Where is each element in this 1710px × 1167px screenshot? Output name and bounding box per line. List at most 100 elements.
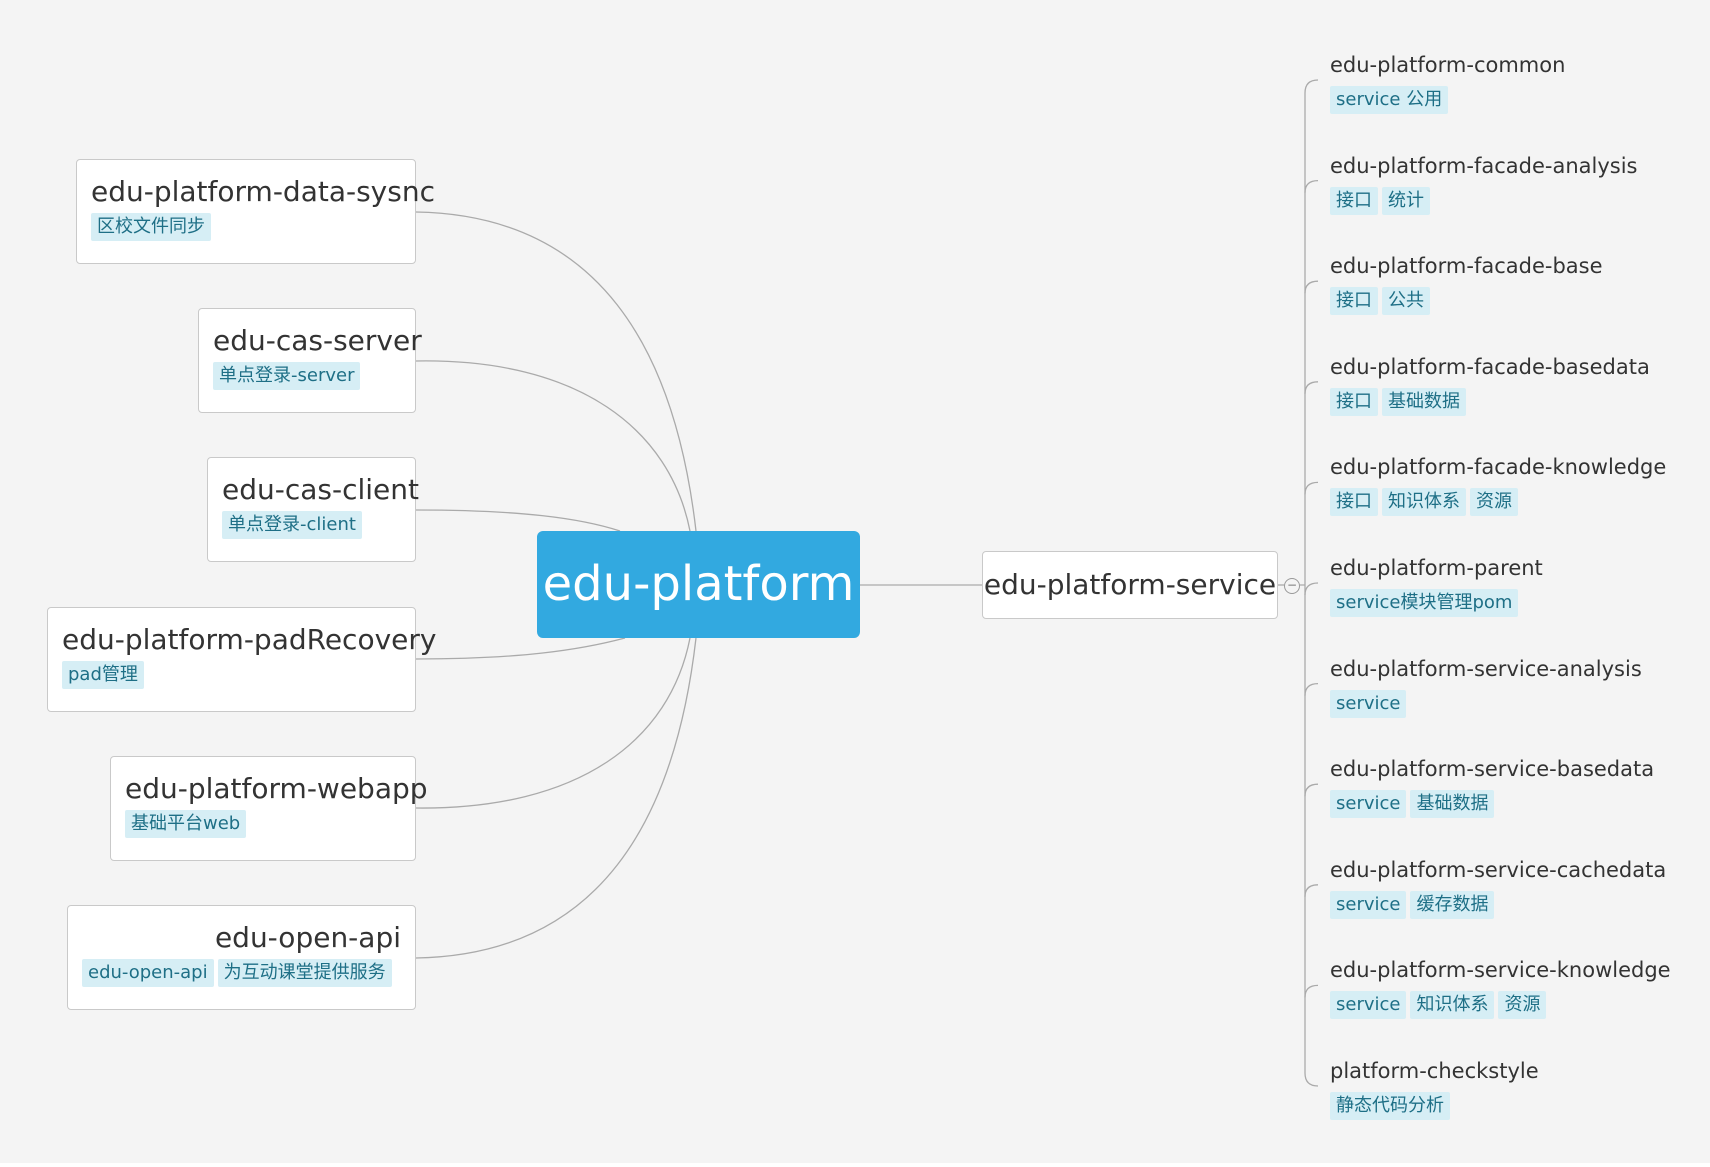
label-tag: 接口 xyxy=(1330,488,1378,517)
subtopic-edu-platform-service-analysis[interactable]: edu-platform-service-analysis service xyxy=(1330,656,1642,718)
branch-tick xyxy=(1304,280,1319,294)
subtopic-title: edu-platform-service-analysis xyxy=(1330,656,1642,681)
collapse-toggle-icon[interactable]: − xyxy=(1284,578,1300,594)
topic-edu-platform-data-sysnc[interactable]: edu-platform-data-sysnc 区校文件同步 xyxy=(76,159,435,264)
branch-tick xyxy=(1304,682,1319,696)
label-tag: 资源 xyxy=(1470,488,1518,517)
topic-title: edu-platform-data-sysnc xyxy=(91,175,435,208)
subtopic-labels: service xyxy=(1330,689,1642,718)
label-tag: 基础数据 xyxy=(1410,790,1495,819)
subtopic-edu-platform-common[interactable]: edu-platform-common service 公用 xyxy=(1330,52,1565,114)
subtopic-edu-platform-facade-knowledge[interactable]: edu-platform-facade-knowledge 接口知识体系资源 xyxy=(1330,454,1667,517)
connector-cas-server xyxy=(415,360,691,532)
branch-tick xyxy=(1304,381,1319,394)
subtopic-title: edu-platform-facade-base xyxy=(1330,254,1603,279)
label-tag: 单点登录-server xyxy=(213,362,361,390)
topic-edu-platform-padrecovery[interactable]: edu-platform-padRecovery pad管理 xyxy=(47,607,437,712)
label-tag: 统计 xyxy=(1382,186,1430,215)
label-tag: 基础数据 xyxy=(1382,387,1466,416)
subtopic-title: edu-platform-service-knowledge xyxy=(1330,958,1671,983)
connector-padrecovery xyxy=(415,637,626,660)
subtopic-platform-checkstyle[interactable]: platform-checkstyle 静态代码分析 xyxy=(1330,1058,1539,1120)
subtopic-edu-platform-facade-base[interactable]: edu-platform-facade-base 接口公共 xyxy=(1330,253,1603,316)
branch-bracket xyxy=(1300,79,1319,1087)
topic-labels: 区校文件同步 xyxy=(91,213,401,241)
branch-tick xyxy=(1304,179,1319,193)
subtopic-edu-platform-facade-basedata[interactable]: edu-platform-facade-basedata 接口基础数据 xyxy=(1330,354,1650,416)
label-tag: 接口 xyxy=(1330,287,1378,316)
connector-webapp xyxy=(415,637,691,809)
topic-labels: 单点登录-client xyxy=(222,511,401,539)
connector-data-sysnc xyxy=(415,211,697,532)
label-tag: 资源 xyxy=(1498,991,1547,1020)
subtopic-labels: service 公用 xyxy=(1330,86,1565,114)
subtopic-title: edu-platform-facade-analysis xyxy=(1330,153,1638,178)
subtopic-edu-platform-facade-analysis[interactable]: edu-platform-facade-analysis 接口统计 xyxy=(1330,153,1637,215)
subtopic-labels: 接口统计 xyxy=(1330,186,1637,215)
subtopic-title: edu-platform-facade-knowledge xyxy=(1330,455,1667,480)
branch-tick xyxy=(1304,884,1319,897)
connector-cas-client xyxy=(415,509,621,532)
label-tag: 接口 xyxy=(1330,387,1378,416)
root-topic[interactable]: edu-platform xyxy=(537,531,860,638)
subtopic-labels: 接口公共 xyxy=(1330,287,1603,316)
label-tag: 知识体系 xyxy=(1410,991,1495,1020)
branch-tick xyxy=(1304,481,1319,495)
topic-title: edu-platform-webapp xyxy=(125,772,428,805)
connector-open-api xyxy=(415,637,697,959)
service-topic[interactable]: edu-platform-service xyxy=(982,551,1278,619)
subtopic-title: edu-platform-service-cachedata xyxy=(1330,857,1667,882)
subtopic-title: edu-platform-common xyxy=(1330,53,1566,77)
branch-ticks xyxy=(1304,179,1319,998)
label-tag: 基础平台web xyxy=(125,810,247,838)
label-tag: edu-open-api xyxy=(82,959,214,987)
label-tag: service xyxy=(1330,689,1407,718)
branch-tick xyxy=(1304,783,1319,797)
topic-title: edu-open-api xyxy=(214,921,401,954)
label-tag: service xyxy=(1330,790,1407,819)
subtopic-labels: service模块管理pom xyxy=(1330,589,1543,617)
subtopic-labels: 静态代码分析 xyxy=(1330,1092,1539,1120)
subtopic-title: edu-platform-parent xyxy=(1330,556,1543,580)
label-tag: 静态代码分析 xyxy=(1330,1092,1450,1120)
label-tag: service模块管理pom xyxy=(1330,589,1519,617)
topic-title: edu-cas-server xyxy=(213,324,422,357)
topic-labels: 单点登录-server xyxy=(213,362,401,390)
label-tag: 为互动课堂提供服务 xyxy=(217,959,392,987)
topic-edu-platform-webapp[interactable]: edu-platform-webapp 基础平台web xyxy=(110,756,428,861)
topic-edu-cas-server[interactable]: edu-cas-server 单点登录-server xyxy=(198,308,422,413)
topic-labels: 基础平台web xyxy=(125,810,401,838)
topic-edu-cas-client[interactable]: edu-cas-client 单点登录-client xyxy=(207,457,419,562)
subtopic-title: edu-platform-facade-basedata xyxy=(1330,354,1650,379)
label-tag: 区校文件同步 xyxy=(91,213,211,241)
label-tag: 缓存数据 xyxy=(1410,890,1495,919)
subtopic-title: edu-platform-service-basedata xyxy=(1330,757,1655,782)
label-tag: service xyxy=(1330,991,1407,1020)
label-tag: service 公用 xyxy=(1330,86,1449,114)
label-tag: pad管理 xyxy=(62,661,144,689)
branch-tick xyxy=(1304,984,1319,998)
topic-title: edu-platform-padRecovery xyxy=(62,623,437,656)
label-tag: 单点登录-client xyxy=(222,511,362,539)
label-tag: 接口 xyxy=(1330,186,1378,215)
label-tag: service xyxy=(1330,890,1407,919)
subtopic-labels: 接口知识体系资源 xyxy=(1330,488,1666,517)
topic-labels: pad管理 xyxy=(62,661,401,689)
label-tag: 公共 xyxy=(1382,287,1430,316)
topic-title: edu-cas-client xyxy=(222,473,419,506)
subtopic-title: platform-checkstyle xyxy=(1330,1059,1539,1083)
subtopic-labels: 接口基础数据 xyxy=(1330,387,1650,416)
label-tag: 知识体系 xyxy=(1382,488,1466,517)
subtopic-edu-platform-parent[interactable]: edu-platform-parent service模块管理pom xyxy=(1330,555,1543,617)
branch-tick xyxy=(1304,582,1319,596)
